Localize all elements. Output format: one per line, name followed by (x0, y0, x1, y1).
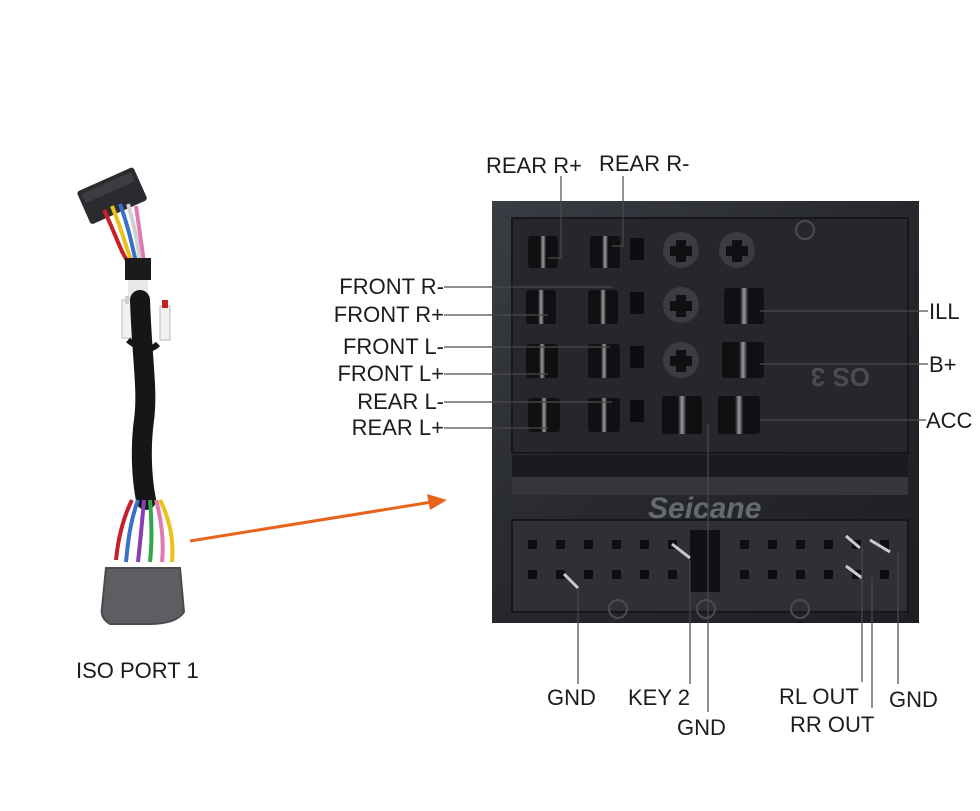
pin-label-rr-out: RR OUT (790, 712, 875, 737)
pin-label-rear-r-minus: REAR R- (599, 151, 690, 176)
connector-marking: OS 3 (811, 362, 870, 392)
pin-label-rl-out: RL OUT (779, 684, 859, 709)
pin-label-front-l-minus: FRONT L- (342, 334, 444, 359)
pin-label-gnd-1: GND (547, 685, 596, 710)
pin-label-rear-r-plus: REAR R+ (486, 153, 582, 178)
iso-connector-image: OS 3 (492, 201, 919, 623)
pointer-arrow (189, 494, 447, 543)
pin-label-front-r-minus: FRONT R- (339, 274, 444, 299)
pin-label-b-plus: B+ (929, 352, 957, 377)
pin-label-rear-l-minus: REAR L- (357, 389, 444, 414)
pin-label-front-l-plus: FRONT L+ (337, 361, 444, 386)
pin-label-gnd-2: GND (677, 715, 726, 740)
watermark-logo: Seicane (648, 492, 761, 525)
pin-label-ill: ILL (929, 299, 960, 324)
cable-caption: ISO PORT 1 (76, 658, 199, 683)
pin-label-gnd-3: GND (889, 687, 938, 712)
pin-label-acc: ACC (926, 408, 973, 433)
pin-label-rear-l-plus: REAR L+ (351, 415, 444, 440)
iso-harness-image (77, 167, 186, 625)
pin-label-key-2: KEY 2 (628, 685, 690, 710)
pin-label-front-r-plus: FRONT R+ (333, 302, 444, 327)
leader-lines (444, 176, 928, 712)
